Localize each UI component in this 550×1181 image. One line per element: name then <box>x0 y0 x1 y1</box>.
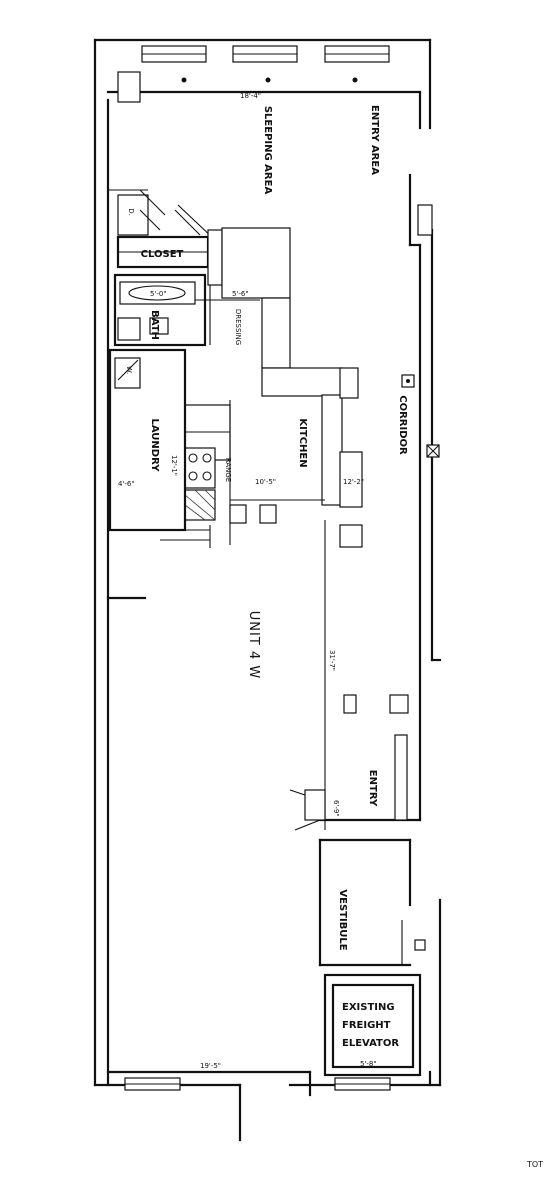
sleeping-area <box>108 71 216 241</box>
dim-laundry-length: 12'-1" <box>170 455 178 476</box>
bath-label: BATH <box>149 310 160 340</box>
elevator-label-line1: EXISTING <box>342 1002 395 1013</box>
unit-label: UNIT 4 W <box>246 611 261 679</box>
dim-kitchen-length: 10'-5" <box>255 478 276 486</box>
dim-laundry-width: 4'-6" <box>118 480 135 488</box>
dim-top-width: 18'-4" <box>240 92 261 100</box>
closet-label: CLOSET <box>141 249 184 260</box>
dim-tub-length: 5'-0" <box>150 290 167 298</box>
dressing-label: DRESSING <box>234 309 242 345</box>
bath <box>113 273 260 347</box>
freight-elevator <box>323 973 422 1077</box>
elevator-label-line3: ELEVATOR <box>342 1038 399 1049</box>
dryer-label: D. <box>127 208 135 216</box>
windows-bottom <box>124 1077 391 1091</box>
entry-label: ENTRY <box>367 770 378 807</box>
outer-walls <box>93 38 442 1142</box>
closet <box>116 229 223 286</box>
dim-island-width: 12'-2" <box>343 478 364 486</box>
dim-bottom-width: 19'-5" <box>200 1062 221 1070</box>
partitions <box>106 520 409 831</box>
range <box>184 447 277 524</box>
vestibule-label: VESTIBULE <box>337 889 348 950</box>
corner-text: TOT <box>527 1160 544 1169</box>
dim-open-length: 31'-7" <box>328 650 336 671</box>
laundry <box>108 348 211 548</box>
laundry-label: LAUNDRY <box>149 419 160 473</box>
windows-top <box>141 45 390 83</box>
range-label: RANGE <box>224 458 232 482</box>
dim-vestibule-width: 6'-9" <box>332 800 340 817</box>
elevator-label-line2: FREIGHT <box>342 1020 391 1031</box>
corridor-label: CORRIDOR <box>397 395 408 455</box>
corridor-walls <box>318 173 442 951</box>
kitchen-label: KITCHEN <box>297 418 308 467</box>
dim-bath-width: 5'-6" <box>232 290 249 298</box>
dim-elevator-width: 5'-8" <box>360 1060 377 1068</box>
washer-label: W. <box>125 366 133 374</box>
sleeping-area-label: SLEEPING AREA <box>262 106 273 195</box>
entry-area-label: ENTRY AREA <box>369 105 380 175</box>
vestibule <box>318 838 412 967</box>
